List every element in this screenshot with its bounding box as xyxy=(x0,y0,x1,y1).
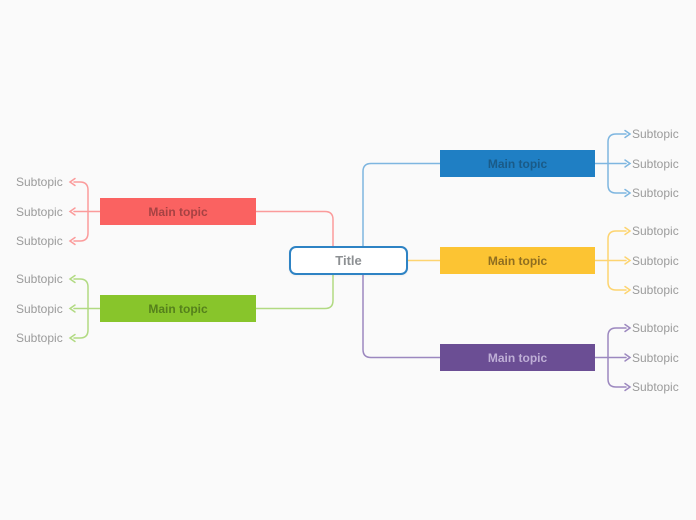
main-topic-label: Main topic xyxy=(487,350,548,365)
subtopic-label[interactable]: Subtopic xyxy=(16,204,63,219)
connector-blue-subtopic-bottom xyxy=(607,162,627,194)
main-topic-label: Main topic xyxy=(148,301,208,316)
main-topic-label: Main topic xyxy=(148,204,208,219)
main-topic-node-blue[interactable]: Main topic xyxy=(440,150,595,177)
subtopic-label[interactable]: Subtopic xyxy=(632,253,679,268)
main-topic-node-purple[interactable]: Main topic xyxy=(440,344,595,371)
subtopic-label[interactable]: Subtopic xyxy=(16,272,63,286)
arrowhead-icon xyxy=(68,274,76,284)
subtopic-label[interactable]: Subtopic xyxy=(16,331,63,345)
subtopic-label[interactable]: Subtopic xyxy=(16,301,63,316)
arrowhead-icon xyxy=(624,159,632,168)
connector-yellow-subtopic-top xyxy=(607,230,627,262)
subtopic-label[interactable]: Subtopic xyxy=(632,350,679,365)
arrowhead-icon xyxy=(68,177,76,187)
title-node[interactable]: Title xyxy=(289,246,408,275)
connector-purple-subtopic-bottom xyxy=(607,356,627,388)
arrowhead-icon xyxy=(624,285,632,295)
arrowhead-icon xyxy=(68,333,76,343)
title-label: Title xyxy=(335,253,362,268)
subtopic-label[interactable]: Subtopic xyxy=(16,175,63,189)
subtopic-label[interactable]: Subtopic xyxy=(632,186,679,200)
connector-purple-subtopic-top xyxy=(607,327,627,359)
arrowhead-icon xyxy=(68,236,76,246)
main-topic-node-green[interactable]: Main topic xyxy=(100,295,256,322)
connector-blue-subtopic-top xyxy=(607,133,627,165)
connector-title-to-red xyxy=(255,210,334,247)
subtopic-label[interactable]: Subtopic xyxy=(632,321,679,335)
connector-red-subtopic-bottom xyxy=(73,210,89,242)
connector-green-subtopic-top xyxy=(73,278,89,310)
subtopic-label[interactable]: Subtopic xyxy=(632,380,679,394)
subtopic-label[interactable]: Subtopic xyxy=(632,283,679,297)
connector-red-subtopic-top xyxy=(73,181,89,213)
main-topic-label: Main topic xyxy=(487,156,548,171)
connector-green-subtopic-bottom xyxy=(73,307,89,339)
arrowhead-icon xyxy=(624,353,632,362)
connector-yellow-subtopic-bottom xyxy=(607,259,627,291)
arrowhead-icon xyxy=(68,304,76,313)
arrowhead-icon xyxy=(68,207,76,216)
subtopic-label[interactable]: Subtopic xyxy=(632,224,679,238)
arrowhead-icon xyxy=(624,323,632,333)
arrowhead-icon xyxy=(624,256,632,265)
main-topic-label: Main topic xyxy=(487,253,548,268)
subtopic-label[interactable]: Subtopic xyxy=(632,156,679,171)
arrowhead-icon xyxy=(624,188,632,198)
subtopic-label[interactable]: Subtopic xyxy=(16,234,63,248)
subtopic-label[interactable]: Subtopic xyxy=(632,127,679,141)
connector-title-to-purple xyxy=(362,274,441,359)
main-topic-node-yellow[interactable]: Main topic xyxy=(440,247,595,274)
connector-title-to-green xyxy=(255,274,334,310)
arrowhead-icon xyxy=(624,226,632,236)
arrowhead-icon xyxy=(624,382,632,392)
arrowhead-icon xyxy=(624,129,632,139)
main-topic-node-red[interactable]: Main topic xyxy=(100,198,256,225)
connector-title-to-blue xyxy=(362,162,441,247)
